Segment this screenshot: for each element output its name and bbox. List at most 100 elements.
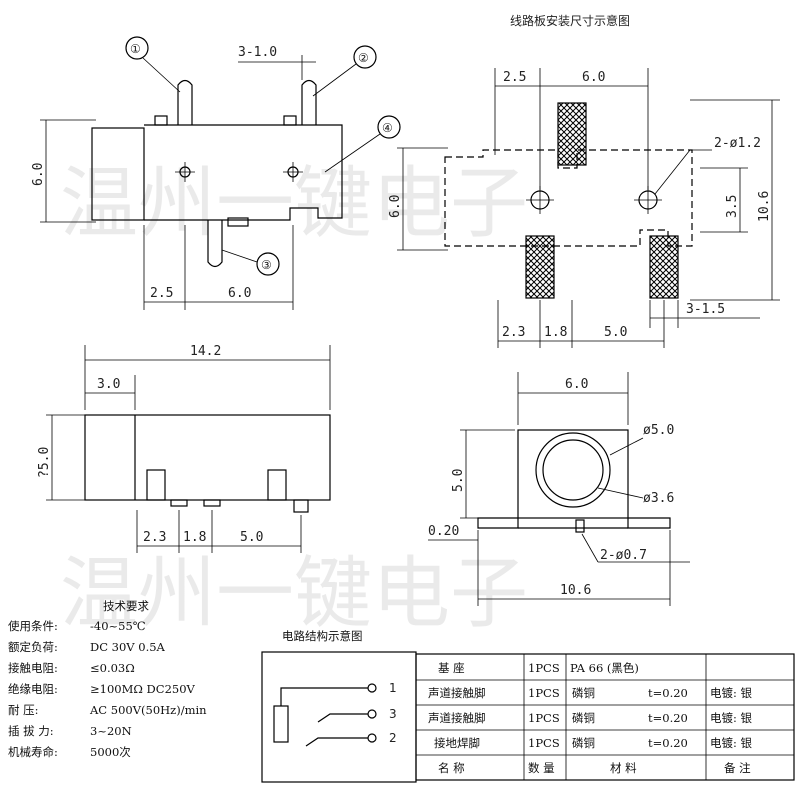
dim-pins: 2-ø0.7 xyxy=(600,548,647,563)
pin-2 xyxy=(301,79,317,125)
leader-3 xyxy=(221,249,258,263)
tech-requirements: 技术要求 使用条件: -40~55℃ 额定负荷: DC 30V 0.5A 接触电… xyxy=(8,599,207,759)
bom-r3-material: 磷铜 xyxy=(572,736,595,750)
circuit-line-1 xyxy=(280,687,368,706)
circuit-line-3 xyxy=(317,713,368,723)
bom-r3-name: 接地焊脚 xyxy=(434,736,480,750)
tech-value-6: 5000次 xyxy=(90,745,131,759)
tab-left xyxy=(154,115,168,126)
tech-label-2: 接触电阻: xyxy=(8,661,58,675)
dim-outer-dia: ø5.0 xyxy=(643,423,674,438)
dim-pcb-top-left: 2.5 xyxy=(503,70,526,85)
dim-total-width: 10.6 xyxy=(560,583,591,598)
dim-hole-spacing: 3.5 xyxy=(725,195,740,218)
pad-bottom-left xyxy=(525,235,555,299)
top-view: ① ② ④ ③ 3-1.0 6.0 2.5 6.0 xyxy=(31,36,401,310)
dim-left: 2.5 xyxy=(150,286,173,301)
dim-pcb-height: 6.0 xyxy=(388,195,403,218)
side-foot-2 xyxy=(203,499,221,507)
callout-3: ③ xyxy=(261,258,272,272)
dim-pcb-b3: 5.0 xyxy=(604,325,627,340)
circuit-line-2 xyxy=(305,737,368,747)
leader-4 xyxy=(324,133,381,173)
leader-pins xyxy=(581,533,599,563)
inner-bore xyxy=(542,439,604,501)
dim-front-height: 5.0 xyxy=(451,469,466,492)
callout-1: ① xyxy=(130,42,141,56)
bom-r3-qty: 1PCS xyxy=(528,736,560,750)
dim-front: 3.0 xyxy=(97,377,120,392)
bom-header-material: 材 料 xyxy=(610,761,637,775)
dim-side-b1: 2.3 xyxy=(143,530,166,545)
watermark: 温州一键电子 温州一键电子 xyxy=(60,159,528,639)
pin-3 xyxy=(207,220,223,268)
tech-value-5: 3~20N xyxy=(90,724,132,738)
bom-header-qty: 数 量 xyxy=(528,761,555,775)
tab-right xyxy=(283,115,297,126)
side-view: 14.2 3.0 ?5.0 2.3 1.8 5.0 xyxy=(37,344,331,553)
side-body xyxy=(84,414,331,501)
front-body xyxy=(517,429,629,519)
callout-1-circle xyxy=(125,36,149,60)
circuit-plug xyxy=(273,705,289,743)
callout-3-circle xyxy=(256,252,280,276)
bom-header-name: 名 称 xyxy=(438,761,465,775)
pad-top xyxy=(557,102,587,166)
front-flange-right xyxy=(627,517,671,529)
hole-left xyxy=(175,162,195,182)
pad-bottom-right xyxy=(649,235,679,299)
dim-thickness: 0.20 xyxy=(428,524,459,539)
bom-r0-name: 基 座 xyxy=(438,661,465,675)
bom-r2-material: 磷铜 xyxy=(572,711,595,725)
bom-table: 基 座 1PCS PA 66 (黑色) 声道接触脚 1PCS 磷铜 t=0.20… xyxy=(415,653,795,781)
callout-2-circle xyxy=(353,45,377,69)
front-view: 6.0 ø5.0 ø3.6 5.0 0.20 2-ø0.7 10.6 xyxy=(428,372,690,606)
watermark-text-top: 温州一键电子 xyxy=(60,159,528,249)
terminal-2 xyxy=(367,733,377,743)
dim-pcb-top-mid: 6.0 xyxy=(582,70,605,85)
dim-length: 14.2 xyxy=(190,344,221,359)
tech-label-3: 绝缘电阻: xyxy=(8,682,58,696)
dim-height: 6.0 xyxy=(31,163,46,186)
leader-outer-dia xyxy=(609,437,644,456)
terminal-1 xyxy=(367,683,377,693)
callout-2: ② xyxy=(358,51,369,65)
tech-label-0: 使用条件: xyxy=(8,619,58,633)
front-pin xyxy=(575,519,585,533)
circuit-pin-2: 2 xyxy=(389,731,397,745)
dim-inner-dia: ø3.6 xyxy=(643,491,674,506)
dim-front-width: 6.0 xyxy=(565,377,588,392)
circuit-pin-1: 1 xyxy=(389,681,397,695)
dim-mid: 6.0 xyxy=(228,286,251,301)
side-pin-right xyxy=(267,469,287,501)
tech-label-6: 机械寿命: xyxy=(8,745,58,759)
dim-total-height: 10.6 xyxy=(757,191,772,222)
callout-4: ④ xyxy=(382,121,393,135)
body-left-block xyxy=(91,127,145,221)
dim-pcb-hole: 2-ø1.2 xyxy=(714,136,761,151)
leader-2 xyxy=(312,63,357,97)
bom-r0-material: PA 66 (黑色) xyxy=(570,661,639,675)
circuit-schematic: 电路结构示意图 1 3 2 xyxy=(261,629,417,783)
bom-r2-thickness: t=0.20 xyxy=(648,711,688,725)
dim-side-b3: 5.0 xyxy=(240,530,263,545)
leader-hole-b xyxy=(654,149,691,195)
side-pin-left xyxy=(146,469,166,501)
bom-r1-name: 声道接触脚 xyxy=(428,686,486,700)
tech-value-1: DC 30V 0.5A xyxy=(90,640,166,654)
tech-label-1: 额定负荷: xyxy=(8,640,58,654)
bom-frame xyxy=(415,653,795,781)
leader-1 xyxy=(142,57,181,93)
drawing-title: 线路板安装尺寸示意图 xyxy=(510,13,630,28)
pin-1 xyxy=(177,79,193,125)
callout-4-circle xyxy=(377,115,401,139)
watermark-text-bottom: 温州一键电子 xyxy=(60,549,528,639)
hole-right xyxy=(283,162,303,182)
side-foot-1 xyxy=(170,499,188,507)
tab-bottom xyxy=(227,217,249,227)
side-foot-3 xyxy=(293,499,309,513)
bom-r2-qty: 1PCS xyxy=(528,711,560,725)
bom-header-note: 备 注 xyxy=(724,761,751,775)
tech-value-0: -40~55℃ xyxy=(90,619,146,633)
dim-pcb-b1: 2.3 xyxy=(502,325,525,340)
